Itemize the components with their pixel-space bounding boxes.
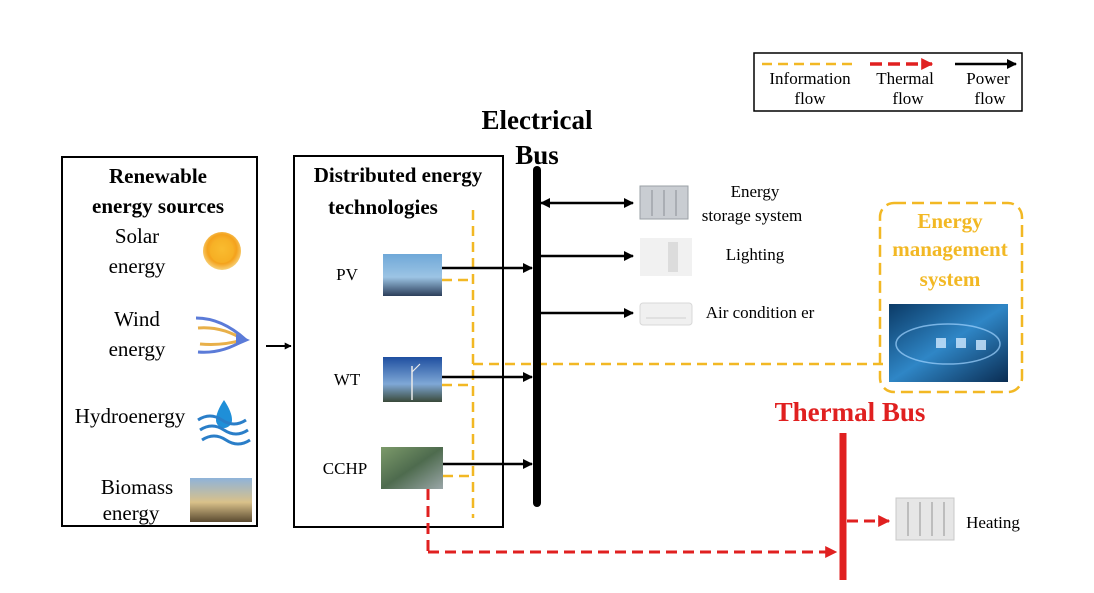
distributed-tech-box: [293, 155, 504, 528]
thermal-bus-group: Thermal Bus: [775, 397, 926, 580]
legend-information-label: Information: [769, 69, 851, 88]
light-bulb-icon: [640, 238, 692, 276]
distributed-tech-panel: Distributed energy technologies PV WT CC…: [293, 155, 504, 528]
thermal-flow-lines: [426, 489, 891, 558]
electrical-bus-label: Electrical: [482, 105, 593, 135]
air-conditioner-label: Air condition er: [706, 303, 815, 322]
pv-label: PV: [336, 265, 358, 284]
legend-information-label-2: flow: [794, 89, 826, 108]
solar-label-2: energy: [109, 254, 166, 278]
solar-label: Solar: [115, 224, 159, 248]
biomass-label-2: energy: [103, 501, 160, 525]
wind-icon: [195, 316, 250, 354]
storage-label: Energy: [731, 182, 780, 201]
ems-title-3: system: [920, 267, 981, 291]
legend-thermal-label: Thermal: [876, 69, 934, 88]
renewable-title-2: energy sources: [92, 194, 224, 218]
electrical-bus-group: Electrical Bus: [482, 105, 593, 507]
ems-title: Energy: [917, 209, 983, 233]
sun-icon: [203, 232, 241, 270]
biomass-photo: [190, 478, 252, 522]
renewable-title: Renewable: [109, 164, 207, 188]
power-flow-in: [442, 263, 533, 469]
biomass-label: Biomass: [101, 475, 173, 499]
renewable-sources-panel: Renewable energy sources Solar energy Wi…: [61, 156, 258, 527]
hydro-label: Hydroenergy: [75, 404, 186, 428]
electrical-bus-label-2: Bus: [515, 140, 559, 170]
cchp-photo: [381, 447, 443, 489]
distributed-title: Distributed energy: [314, 163, 483, 187]
ems-photo: [889, 304, 1008, 382]
legend-power-label-2: flow: [974, 89, 1006, 108]
ems-title-2: management: [892, 237, 1007, 261]
ems-panel: Energy management system: [878, 201, 1024, 394]
wind-label: Wind: [114, 307, 160, 331]
thermal-bus-label: Thermal Bus: [775, 397, 926, 427]
power-flow-out: [540, 198, 634, 318]
wt-photo: [383, 357, 442, 402]
cchp-label: CCHP: [323, 459, 367, 478]
storage-label-2: storage system: [702, 206, 803, 225]
heating-label: Heating: [966, 513, 1020, 532]
wind-label-2: energy: [109, 337, 166, 361]
battery-cabinet-icon: [639, 185, 689, 220]
lighting-label: Lighting: [726, 245, 785, 264]
renewable-sources-box: [61, 156, 258, 527]
water-icon: [197, 400, 251, 446]
information-flow-lines: [442, 210, 888, 518]
ems-box: [878, 201, 1024, 394]
loads: Energy storage system Lighting Air condi…: [639, 182, 815, 326]
distributed-title-2: technologies: [328, 195, 438, 219]
pv-photo: [383, 254, 442, 296]
air-conditioner-icon: [639, 302, 693, 326]
legend-thermal-label-2: flow: [892, 89, 924, 108]
legend-power-label: Power: [966, 69, 1010, 88]
heater-icon: [895, 497, 955, 541]
legend: Information flow Thermal flow Power flow: [753, 52, 1023, 112]
wt-label: WT: [334, 370, 361, 389]
